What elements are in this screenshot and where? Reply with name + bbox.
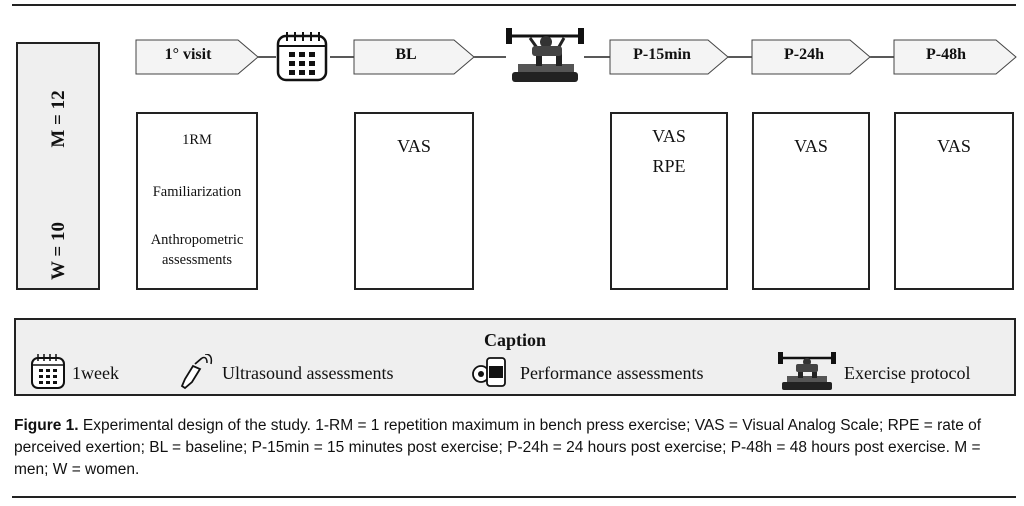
ultrasound-probe-icon [180,354,213,390]
figure-text: Experimental design of the study. 1-RM =… [14,417,982,478]
calendar-icon [31,354,65,389]
stage-item: VAS [397,136,431,156]
stage-label-p48: P-48h [926,46,966,63]
bottom-rule [12,496,1016,498]
stage-box-p48: VAS [894,112,1014,290]
arrow-bl [353,39,475,75]
legend-label: Performance assessments [520,363,704,383]
stage-box-bl: VAS [354,112,474,290]
stage-item: VAS [794,136,828,156]
calendar-icon [276,32,328,82]
stage-item: VAS [937,136,971,156]
timeline [135,28,1017,277]
stage-item: 1RM [182,132,212,148]
stage-item: assessments [161,252,233,268]
legend-label: 1week [72,363,119,383]
bench-press-icon [506,28,584,82]
legend-label: Ultrasound assessments [222,363,394,383]
legend-box: Caption 1week Ultrasound assessments Per… [14,318,1016,396]
legend-title: Caption [483,330,546,350]
stage-box-visit: 1RM Familiarization Anthropometric asses… [136,112,258,290]
legend-label: Exercise protocol [844,363,971,383]
figure-label: Figure 1. [14,417,79,434]
stage-label-bl: BL [395,46,417,63]
group-box: M = 12 W = 10 [16,42,100,290]
dynamometer-icon [472,357,506,387]
stage-box-p24: VAS [752,112,870,290]
stage-item: Familiarization [152,184,242,200]
stage-box-p15: VAS RPE [610,112,728,290]
stage-label-p24: P-24h [784,46,824,63]
stage-item: VAS [652,126,686,146]
bench-press-icon [778,352,836,390]
top-rule [12,4,1016,6]
arrow-p15 [609,39,729,75]
arrow-p24 [751,39,871,75]
stage-label-p15: P-15min [633,46,691,63]
stage-item: Anthropometric [150,232,244,248]
arrow-p48 [893,39,1017,75]
arrow-visit [135,39,259,75]
stage-item: RPE [652,156,686,176]
figure-caption: Figure 1. Experimental design of the stu… [14,415,1014,481]
stage-label-visit: 1° visit [164,46,212,63]
